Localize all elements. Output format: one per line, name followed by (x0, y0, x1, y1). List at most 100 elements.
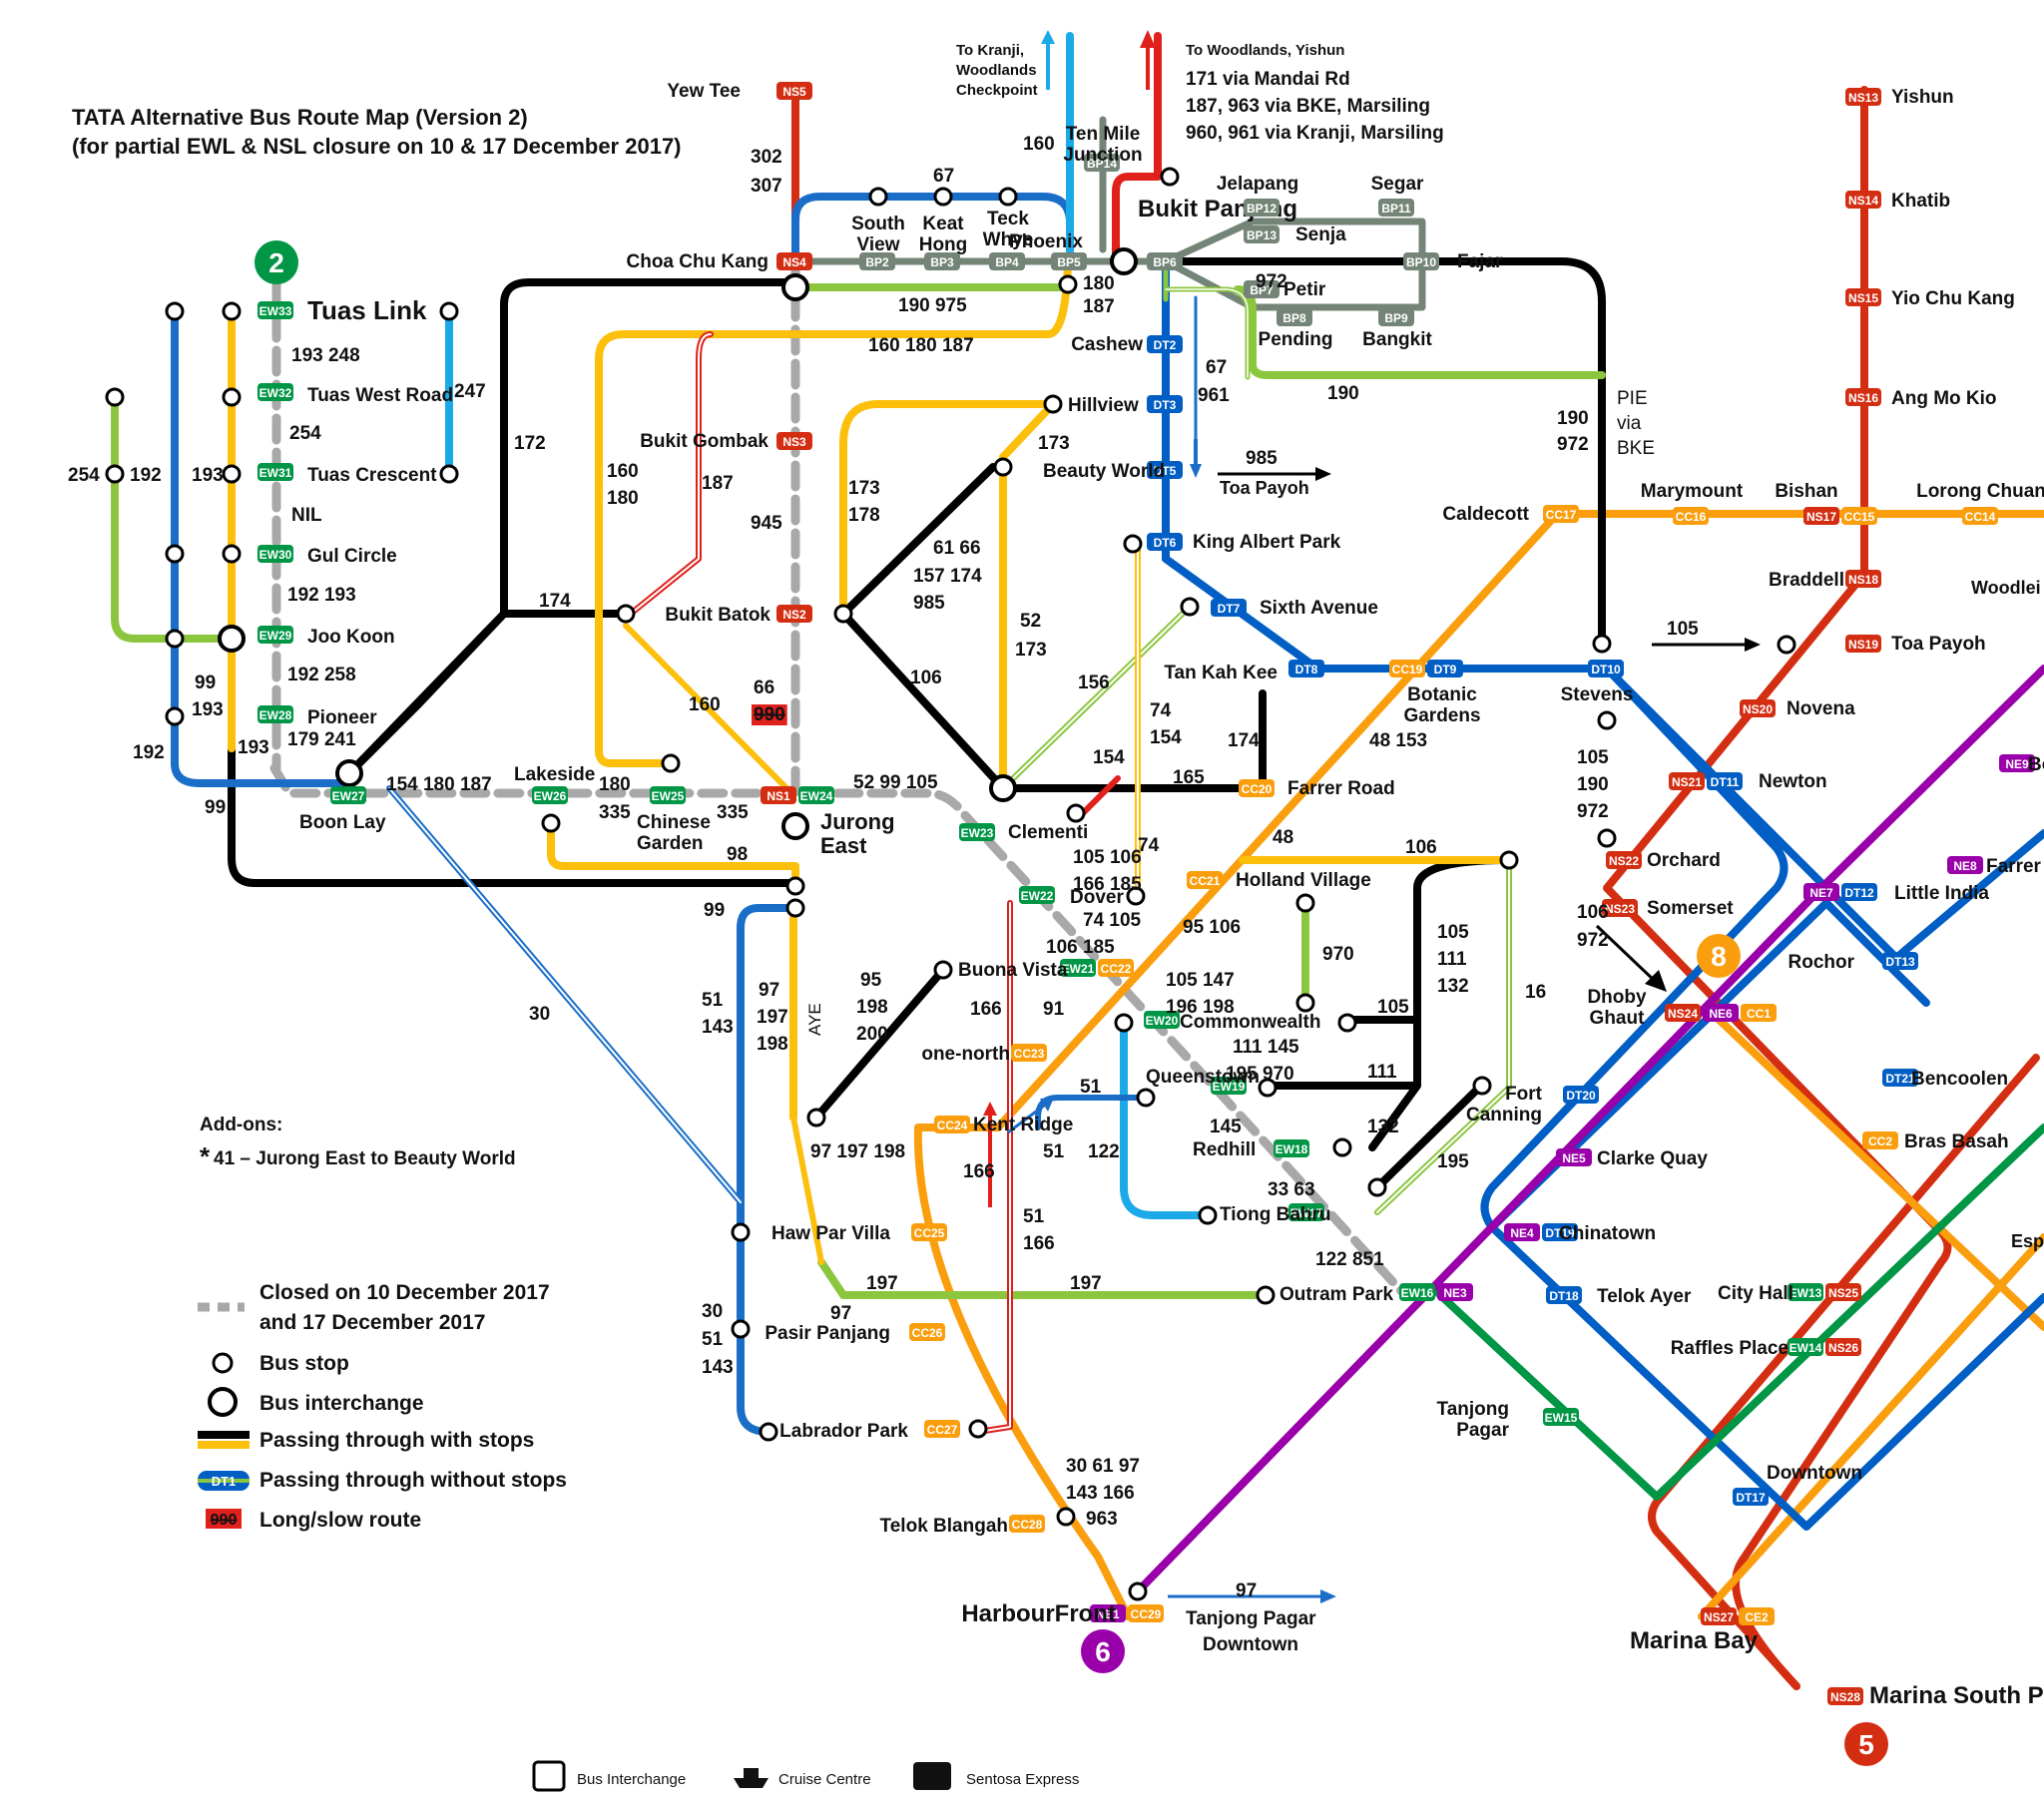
bus-stop[interactable] (1160, 167, 1180, 187)
bus-interchange[interactable] (989, 774, 1017, 802)
bus-stop[interactable] (933, 187, 953, 207)
bus-stop[interactable] (1295, 993, 1315, 1013)
bus-stop[interactable] (933, 960, 953, 980)
bus-stop[interactable] (439, 464, 459, 484)
bus-stop[interactable] (868, 187, 888, 207)
bus-stop[interactable] (1126, 886, 1146, 906)
bus-stop[interactable] (1337, 1013, 1357, 1033)
bus-stop[interactable] (105, 387, 125, 407)
bus-stop[interactable] (1258, 1078, 1278, 1098)
bus-stop[interactable] (222, 387, 242, 407)
bus-stop[interactable] (222, 544, 242, 564)
bus-stop[interactable] (1256, 1285, 1276, 1305)
bus-stop[interactable] (1180, 597, 1200, 617)
bus-stop[interactable] (1592, 634, 1612, 654)
bus-stop[interactable] (1777, 635, 1796, 655)
bus-interchange[interactable] (218, 625, 246, 653)
bus-stop[interactable] (993, 457, 1013, 477)
bus-stop[interactable] (661, 753, 681, 773)
bus-interchange[interactable] (1110, 247, 1138, 275)
bus-stop[interactable] (1136, 1088, 1156, 1108)
bus-interchange[interactable] (335, 759, 363, 787)
bus-stop[interactable] (1367, 1177, 1387, 1197)
bus-stop[interactable] (1058, 274, 1078, 294)
bus-interchange[interactable] (781, 273, 809, 301)
bus-stop[interactable] (731, 1319, 751, 1339)
bus-stop[interactable] (1597, 828, 1617, 848)
bus-stop[interactable] (222, 301, 242, 321)
bus-stop[interactable] (1597, 710, 1617, 730)
bus-stop[interactable] (1056, 1507, 1076, 1527)
bus-stop[interactable] (541, 813, 561, 833)
bus-stop[interactable] (1043, 394, 1063, 414)
bus-stop[interactable] (785, 898, 805, 918)
bus-stop[interactable] (968, 1419, 988, 1439)
bus-stop[interactable] (731, 1222, 751, 1242)
bus-stop[interactable] (1295, 893, 1315, 913)
bus-stop[interactable] (833, 604, 853, 624)
bus-stop[interactable] (165, 706, 185, 726)
bus-stop[interactable] (165, 629, 185, 649)
bus-stop[interactable] (1114, 1013, 1134, 1033)
bus-stop[interactable] (998, 187, 1018, 207)
bus-stop[interactable] (616, 604, 636, 624)
